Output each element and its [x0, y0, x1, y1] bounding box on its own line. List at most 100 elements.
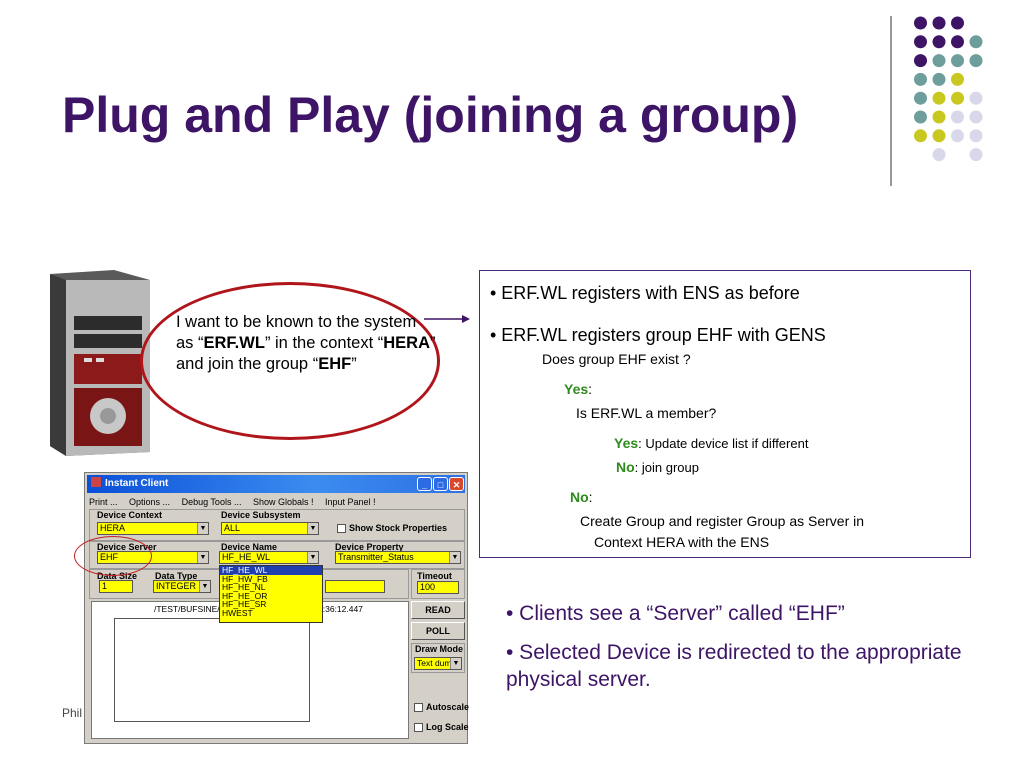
- instant-client-window: Instant Client _ □ ✕ Print ... Options .…: [84, 472, 470, 744]
- device-name-select[interactable]: HF_HE_WL▼: [219, 551, 319, 564]
- list-item[interactable]: HF_HE_NL: [222, 582, 266, 593]
- speech-text: I want to be known to the system as “ERF…: [176, 313, 436, 373]
- summary-bullet-2: • Selected Device is redirected to the a…: [506, 641, 962, 691]
- decorative-dot: [951, 72, 964, 86]
- device-property-label: Device Property: [335, 542, 404, 552]
- timeout-group: [411, 569, 465, 599]
- show-stock-label: Show Stock Properties: [349, 523, 448, 533]
- registration-info-box: • ERF.WL registers with ENS as before • …: [479, 270, 971, 558]
- context-highlight: HERA: [383, 334, 431, 352]
- create-group-line-1: Create Group and register Group as Serve…: [580, 513, 865, 529]
- list-item[interactable]: HF_HE_SR: [222, 599, 267, 610]
- autoscale-label: Autoscale: [426, 702, 470, 712]
- footer-text: Phil: [62, 706, 83, 720]
- draw-mode-select[interactable]: Text dum▼: [414, 657, 462, 670]
- autoscale-checkbox[interactable]: [414, 703, 423, 712]
- chevron-down-icon: ▼: [197, 523, 208, 534]
- chevron-down-icon: ▼: [199, 581, 210, 592]
- decorative-dot: [932, 91, 946, 105]
- decorative-dot: [932, 54, 946, 68]
- answer-no-1: No:: [570, 489, 593, 505]
- question-group-exists: Does group EHF exist ?: [542, 351, 691, 367]
- answer-yes-1: Yes:: [564, 381, 593, 397]
- device-subsystem-label: Device Subsystem: [221, 510, 301, 520]
- app-icon: [91, 477, 101, 487]
- chevron-down-icon: ▼: [449, 552, 460, 563]
- device-server-highlight-circle: [74, 536, 152, 576]
- menu-show-globals[interactable]: Show Globals !: [252, 497, 314, 507]
- decorative-dot: [914, 72, 927, 86]
- window-titlebar[interactable]: Instant Client _ □ ✕: [87, 475, 465, 493]
- device-name-dropdown-list: HF_HE_WL HF_HW_FB HF_HE_NL HF_HE_OR HF_H…: [219, 565, 323, 623]
- decorative-dot: [969, 148, 983, 162]
- device-name-label: Device Name: [221, 542, 278, 552]
- summary-bullets: • Clients see a “Server” called “EHF” • …: [506, 600, 1006, 705]
- menu-debug-tools[interactable]: Debug Tools ...: [181, 497, 242, 507]
- decorative-dot: [969, 35, 983, 49]
- draw-mode-group: [411, 643, 465, 673]
- decorative-dot: [951, 35, 964, 49]
- create-group-line-2: Context HERA with the ENS: [594, 534, 770, 550]
- chevron-down-icon: ▼: [307, 523, 318, 534]
- summary-bullet-1: • Clients see a “Server” called “EHF”: [506, 602, 845, 625]
- info-bullet-1: • ERF.WL registers with ENS as before: [490, 283, 800, 303]
- decorative-dot: [914, 110, 927, 124]
- decorative-dot: [932, 72, 946, 86]
- menu-print[interactable]: Print ...: [89, 497, 118, 507]
- arrow-right-icon: [424, 315, 470, 323]
- data-value-field[interactable]: [325, 580, 385, 593]
- chevron-down-icon: ▼: [450, 658, 461, 669]
- decorative-dot: [914, 129, 927, 143]
- list-item[interactable]: HWEST: [222, 607, 253, 618]
- chevron-down-icon: ▼: [197, 552, 208, 563]
- device-context-select[interactable]: HERA▼: [97, 522, 209, 535]
- decorative-dot: [951, 91, 964, 105]
- data-type-label: Data Type: [155, 571, 198, 581]
- list-item[interactable]: HF_HW_FB: [222, 573, 268, 584]
- plot-canvas: [114, 618, 310, 722]
- maximize-button[interactable]: □: [433, 477, 448, 491]
- close-button[interactable]: ✕: [449, 477, 464, 491]
- timeout-label: Timeout: [417, 571, 452, 581]
- decorative-dot: [951, 16, 964, 30]
- answer-yes-2: Yes: Update device list if different: [614, 435, 809, 451]
- name-highlight: ERF.WL: [203, 334, 265, 352]
- minimize-button[interactable]: _: [417, 477, 432, 491]
- device-context-label: Device Context: [97, 510, 163, 520]
- read-button[interactable]: READ: [411, 601, 465, 619]
- data-size-input[interactable]: 1: [99, 580, 133, 593]
- poll-button[interactable]: POLL: [411, 622, 465, 640]
- context-group: [89, 509, 465, 541]
- decorative-dot: [914, 35, 927, 49]
- decorative-dot: [932, 148, 946, 162]
- menu-input-panel[interactable]: Input Panel !: [325, 497, 376, 507]
- device-property-select[interactable]: Transmitter_Status▼: [335, 551, 461, 564]
- decorative-dot: [969, 110, 983, 124]
- decorative-dot: [969, 129, 983, 143]
- decorative-dot: [914, 54, 927, 68]
- decorative-dot-grid: [914, 16, 983, 162]
- window-title: Instant Client: [105, 478, 169, 489]
- menu-bar: Print ... Options ... Debug Tools ... Sh…: [89, 495, 465, 509]
- show-stock-checkbox[interactable]: [337, 524, 346, 533]
- device-subsystem-select[interactable]: ALL▼: [221, 522, 319, 535]
- decorative-dot: [932, 129, 946, 143]
- decorative-dot: [914, 16, 927, 30]
- decorative-dot: [932, 35, 946, 49]
- timeout-input[interactable]: 100: [417, 581, 459, 594]
- logscale-label: Log Scale: [426, 722, 469, 732]
- logscale-checkbox[interactable]: [414, 723, 423, 732]
- decorative-dot: [969, 91, 983, 105]
- list-item[interactable]: HF_HE_OR: [222, 590, 268, 601]
- draw-mode-label: Draw Mode: [415, 644, 464, 654]
- speech-ellipse: [140, 282, 440, 440]
- decorative-dot: [914, 91, 927, 105]
- menu-options[interactable]: Options ...: [129, 497, 171, 507]
- list-item[interactable]: HF_HE_WL: [220, 566, 322, 575]
- title-divider: [890, 16, 892, 186]
- data-type-select[interactable]: INTEGER▼: [153, 580, 211, 593]
- question-member: Is ERF.WL a member?: [576, 405, 717, 421]
- computer-tower-image: [50, 270, 150, 456]
- decorative-dot: [969, 54, 983, 68]
- decorative-dot: [932, 16, 946, 30]
